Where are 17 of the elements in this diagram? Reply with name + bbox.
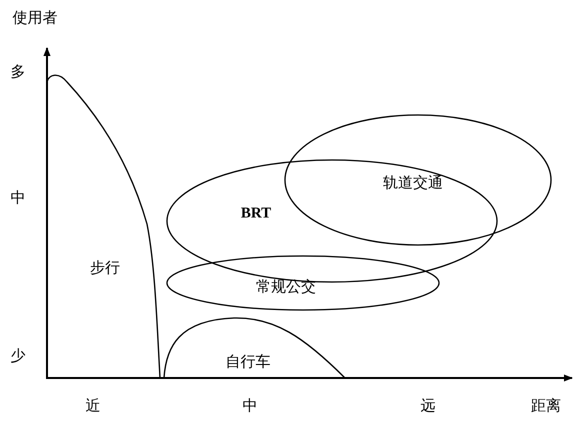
walking-region	[47, 74, 161, 379]
axis-tick-label: 多	[10, 62, 26, 82]
node-label: 步行	[90, 258, 120, 278]
axis-tick-label: 少	[10, 346, 26, 366]
axis-tick-label: 中	[242, 396, 258, 416]
axis-tick-label: 近	[86, 396, 100, 416]
node-label: 自行车	[226, 352, 270, 372]
node-label: 常规公交	[256, 278, 316, 296]
node-label: 轨道交通	[383, 174, 443, 192]
axis-title: 使用者	[12, 8, 58, 28]
axis-tick-label: 远	[420, 396, 436, 416]
axis-title: 距离	[531, 396, 561, 416]
bus-ellipse	[166, 255, 440, 311]
node-label: BRT	[240, 206, 272, 222]
axis-tick-label: 中	[10, 188, 26, 208]
bicycle-region	[164, 317, 346, 379]
rail-transit-ellipse	[284, 114, 552, 246]
